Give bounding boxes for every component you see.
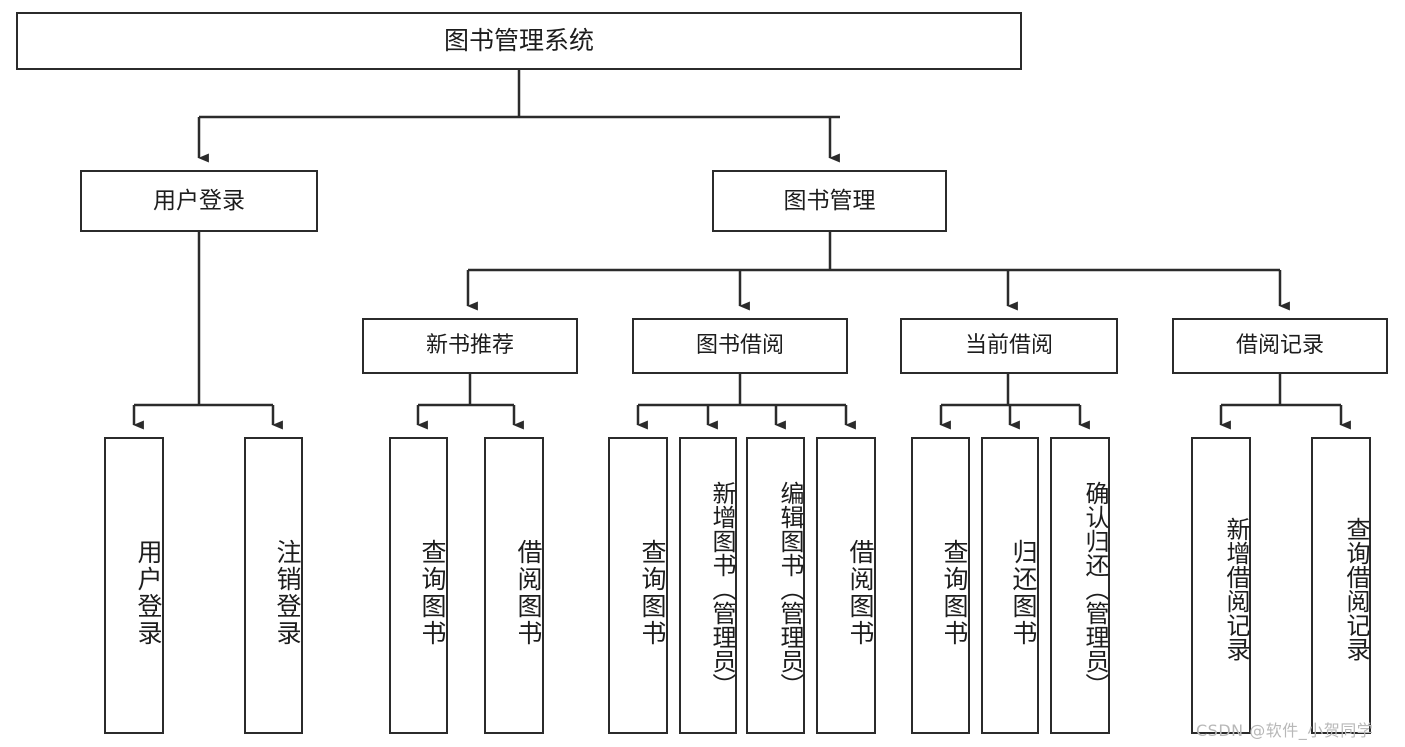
node-leaf-borrow-book[interactable]: 借阅图书	[816, 437, 876, 734]
node-level2-new-book-recommend[interactable]: 新书推荐	[362, 318, 578, 374]
node-level1-user-login[interactable]: 用户登录	[80, 170, 318, 232]
csdn-watermark: CSDN @软件_小贺同学	[1196, 721, 1374, 740]
node-leaf-query-book-borrow[interactable]: 查询图书	[608, 437, 668, 734]
node-leaf-confirm-return-admin[interactable]: 确认归还（管理员）	[1050, 437, 1110, 734]
node-level2-borrow-record[interactable]: 借阅记录	[1172, 318, 1388, 374]
node-level2-current-borrow[interactable]: 当前借阅	[900, 318, 1118, 374]
node-level2-book-borrow[interactable]: 图书借阅	[632, 318, 848, 374]
node-leaf-query-book-recommend[interactable]: 查询图书	[389, 437, 448, 734]
node-leaf-add-book-admin[interactable]: 新增图书（管理员）	[679, 437, 737, 734]
node-leaf-user-login[interactable]: 用户登录	[104, 437, 164, 734]
node-root[interactable]: 图书管理系统	[16, 12, 1022, 70]
node-leaf-add-borrow-record[interactable]: 新增借阅记录	[1191, 437, 1251, 734]
node-leaf-return-book[interactable]: 归还图书	[981, 437, 1039, 734]
node-leaf-query-book-current[interactable]: 查询图书	[911, 437, 970, 734]
node-leaf-query-borrow-record[interactable]: 查询借阅记录	[1311, 437, 1371, 734]
node-leaf-borrow-book-recommend[interactable]: 借阅图书	[484, 437, 544, 734]
node-leaf-edit-book-admin[interactable]: 编辑图书（管理员）	[746, 437, 805, 734]
node-level1-book-management[interactable]: 图书管理	[712, 170, 947, 232]
node-leaf-logout[interactable]: 注销登录	[244, 437, 303, 734]
